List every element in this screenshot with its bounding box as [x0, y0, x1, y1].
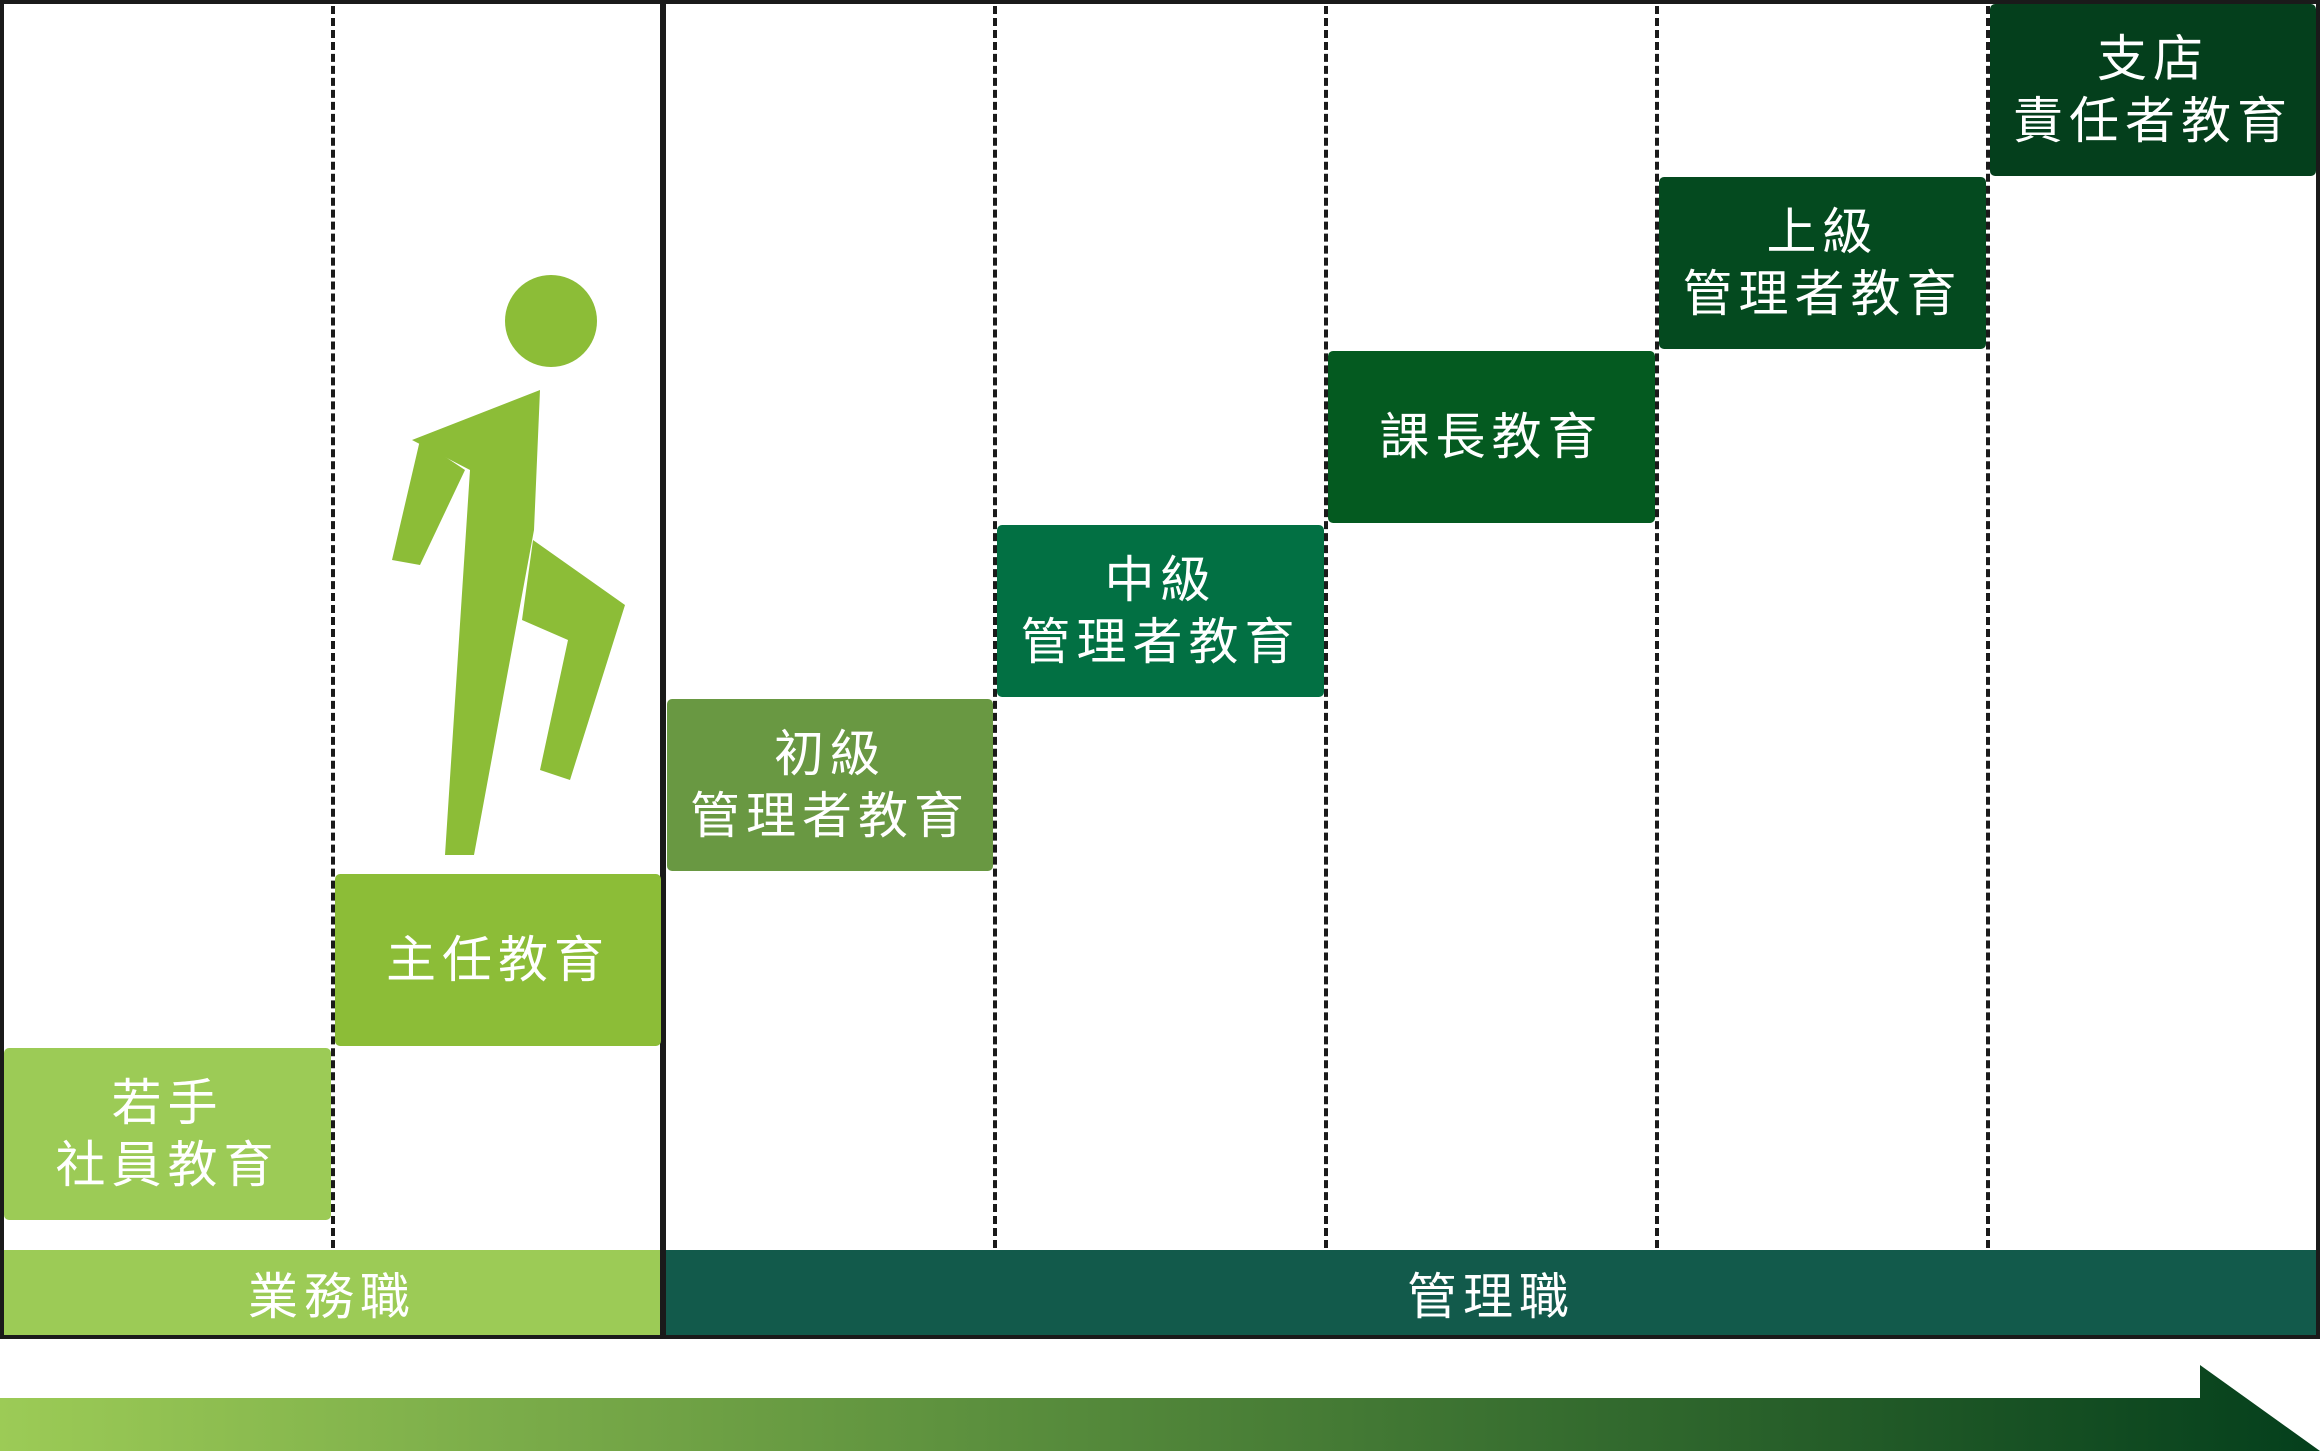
step-young-employee: 若手 社員教育	[4, 1048, 331, 1220]
column-separator	[1986, 6, 1990, 1248]
progress-arrow-icon	[0, 1365, 2320, 1451]
category-label: 管理職	[1407, 1267, 1575, 1326]
step-branch-manager: 支店 責任者教育	[1990, 4, 2316, 176]
category-label: 業務職	[248, 1267, 416, 1326]
step-label: 主任教育	[386, 931, 610, 989]
walking-person-icon	[392, 275, 625, 855]
step-label: 支店	[2097, 30, 2209, 88]
step-label: 課長教育	[1379, 408, 1604, 466]
column-separator	[993, 6, 997, 1248]
step-label: 責任者教育	[2013, 92, 2293, 150]
step-chief: 主任教育	[335, 874, 661, 1046]
step-label: 管理者教育	[1020, 613, 1301, 671]
step-junior-manager: 初級 管理者教育	[667, 699, 993, 871]
category-management: 管理職	[666, 1250, 2316, 1335]
step-label: 管理者教育	[690, 787, 970, 845]
step-label: 上級	[1766, 203, 1879, 261]
step-label: 中級	[1104, 551, 1217, 609]
step-label: 初級	[774, 725, 886, 783]
column-separator	[1655, 6, 1659, 1248]
step-label: 若手	[111, 1074, 224, 1132]
step-middle-manager: 中級 管理者教育	[997, 525, 1324, 697]
category-general-staff: 業務職	[4, 1250, 660, 1335]
diagram-frame	[0, 0, 2320, 1339]
step-section-chief: 課長教育	[1328, 351, 1655, 523]
category-divider	[660, 4, 666, 1335]
step-label: 社員教育	[55, 1136, 280, 1194]
column-separator	[331, 6, 335, 1248]
column-separator	[1324, 6, 1328, 1248]
step-label: 管理者教育	[1682, 265, 1963, 323]
step-senior-manager: 上級 管理者教育	[1659, 177, 1986, 349]
